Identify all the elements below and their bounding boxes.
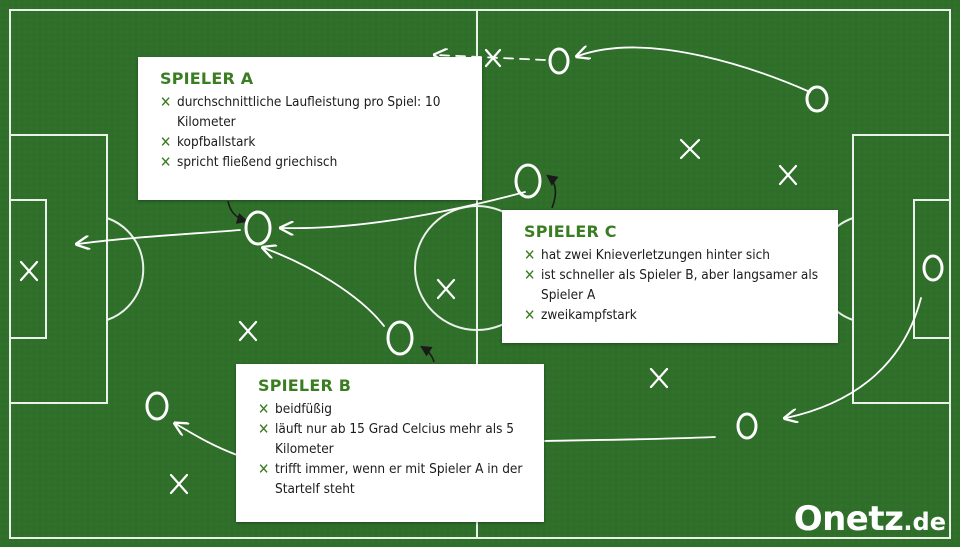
list-item: ✕ beidfüßig: [258, 399, 530, 419]
o-marker-icon: [922, 254, 944, 282]
x-marker-icon: [19, 260, 39, 282]
x-bullet-icon: ✕: [160, 133, 172, 151]
player-card-b: SPIELER B ✕ beidfüßig ✕ läuft nur ab 15 Gr…: [236, 364, 544, 522]
left-penalty-arc: [106, 217, 145, 321]
x-bullet-icon: ✕: [160, 153, 172, 171]
attribute-text: kopfballstark: [177, 134, 256, 150]
o-marker-icon: [548, 47, 570, 75]
attribute-list: ✕ beidfüßig ✕ läuft nur ab 15 Grad Celcius…: [258, 399, 530, 499]
list-item: ✕ hat zwei Knieverletzungen hinter sich: [524, 245, 824, 265]
o-marker-icon: [736, 412, 758, 440]
x-marker-icon: [484, 48, 502, 68]
x-bullet-icon: ✕: [524, 266, 536, 284]
attribute-list: ✕ hat zwei Knieverletzungen hinter sich ✕…: [524, 245, 824, 325]
card-title: SPIELER B: [258, 376, 352, 395]
attribute-text: trifft immer, wenn er mit Spieler A in d…: [275, 461, 523, 497]
player-card-c: SPIELER C ✕ hat zwei Knieverletzungen hin…: [502, 210, 838, 343]
arrow-icon: [78, 229, 241, 244]
arrow-icon: [786, 297, 922, 418]
x-marker-icon: [238, 320, 258, 342]
arrow-icon: [282, 191, 526, 228]
o-marker-icon: [805, 85, 829, 113]
card-title: SPIELER A: [160, 69, 254, 88]
attribute-text: hat zwei Knieverletzungen hinter sich: [541, 247, 770, 263]
o-marker-icon: [145, 391, 169, 421]
list-item: ✕ zweikampfstark: [524, 305, 824, 325]
logo-name: Onetz: [793, 499, 904, 539]
attribute-text: spricht fließend griechisch: [177, 154, 338, 170]
x-bullet-icon: ✕: [258, 460, 270, 478]
x-bullet-icon: ✕: [524, 306, 536, 324]
attribute-text: durchschnittliche Laufleistung pro Spiel…: [177, 94, 441, 130]
onetz-logo: Onetz.de: [794, 499, 946, 539]
attribute-text: ist schneller als Spieler B, aber langsa…: [541, 267, 819, 303]
x-bullet-icon: ✕: [524, 246, 536, 264]
arrow-icon: [578, 48, 811, 93]
x-marker-icon: [649, 367, 669, 389]
attribute-list: ✕ durchschnittliche Laufleistung pro Spie…: [160, 92, 468, 172]
card-title: SPIELER C: [524, 222, 617, 241]
list-item: ✕ läuft nur ab 15 Grad Celcius mehr als 5…: [258, 419, 530, 459]
logo-suffix: .de: [903, 508, 946, 536]
x-marker-icon: [778, 164, 798, 186]
o-marker-icon: [386, 320, 414, 356]
x-bullet-icon: ✕: [160, 93, 172, 111]
o-marker-icon: [514, 163, 542, 199]
attribute-text: beidfüßig: [275, 401, 332, 417]
left-goal-area: [9, 199, 47, 339]
x-marker-icon: [436, 278, 456, 300]
x-marker-icon: [169, 473, 189, 495]
list-item: ✕ spricht fließend griechisch: [160, 152, 468, 172]
right-goal-area: [913, 199, 951, 339]
attribute-text: läuft nur ab 15 Grad Celcius mehr als 5 …: [275, 421, 514, 457]
o-marker-icon: [244, 210, 272, 246]
arrow-icon: [176, 424, 238, 456]
x-bullet-icon: ✕: [258, 400, 270, 418]
player-card-a: SPIELER A ✕ durchschnittliche Laufleistun…: [138, 57, 482, 200]
list-item: ✕ trifft immer, wenn er mit Spieler A in …: [258, 459, 530, 499]
arrow-icon: [264, 248, 385, 327]
list-item: ✕ kopfballstark: [160, 132, 468, 152]
list-item: ✕ ist schneller als Spieler B, aber langs…: [524, 265, 824, 305]
x-bullet-icon: ✕: [258, 420, 270, 438]
list-item: ✕ durchschnittliche Laufleistung pro Spie…: [160, 92, 468, 132]
arrow-icon: [436, 55, 546, 60]
attribute-text: zweikampfstark: [541, 307, 637, 323]
arrow-icon: [544, 436, 716, 442]
x-marker-icon: [679, 138, 701, 160]
